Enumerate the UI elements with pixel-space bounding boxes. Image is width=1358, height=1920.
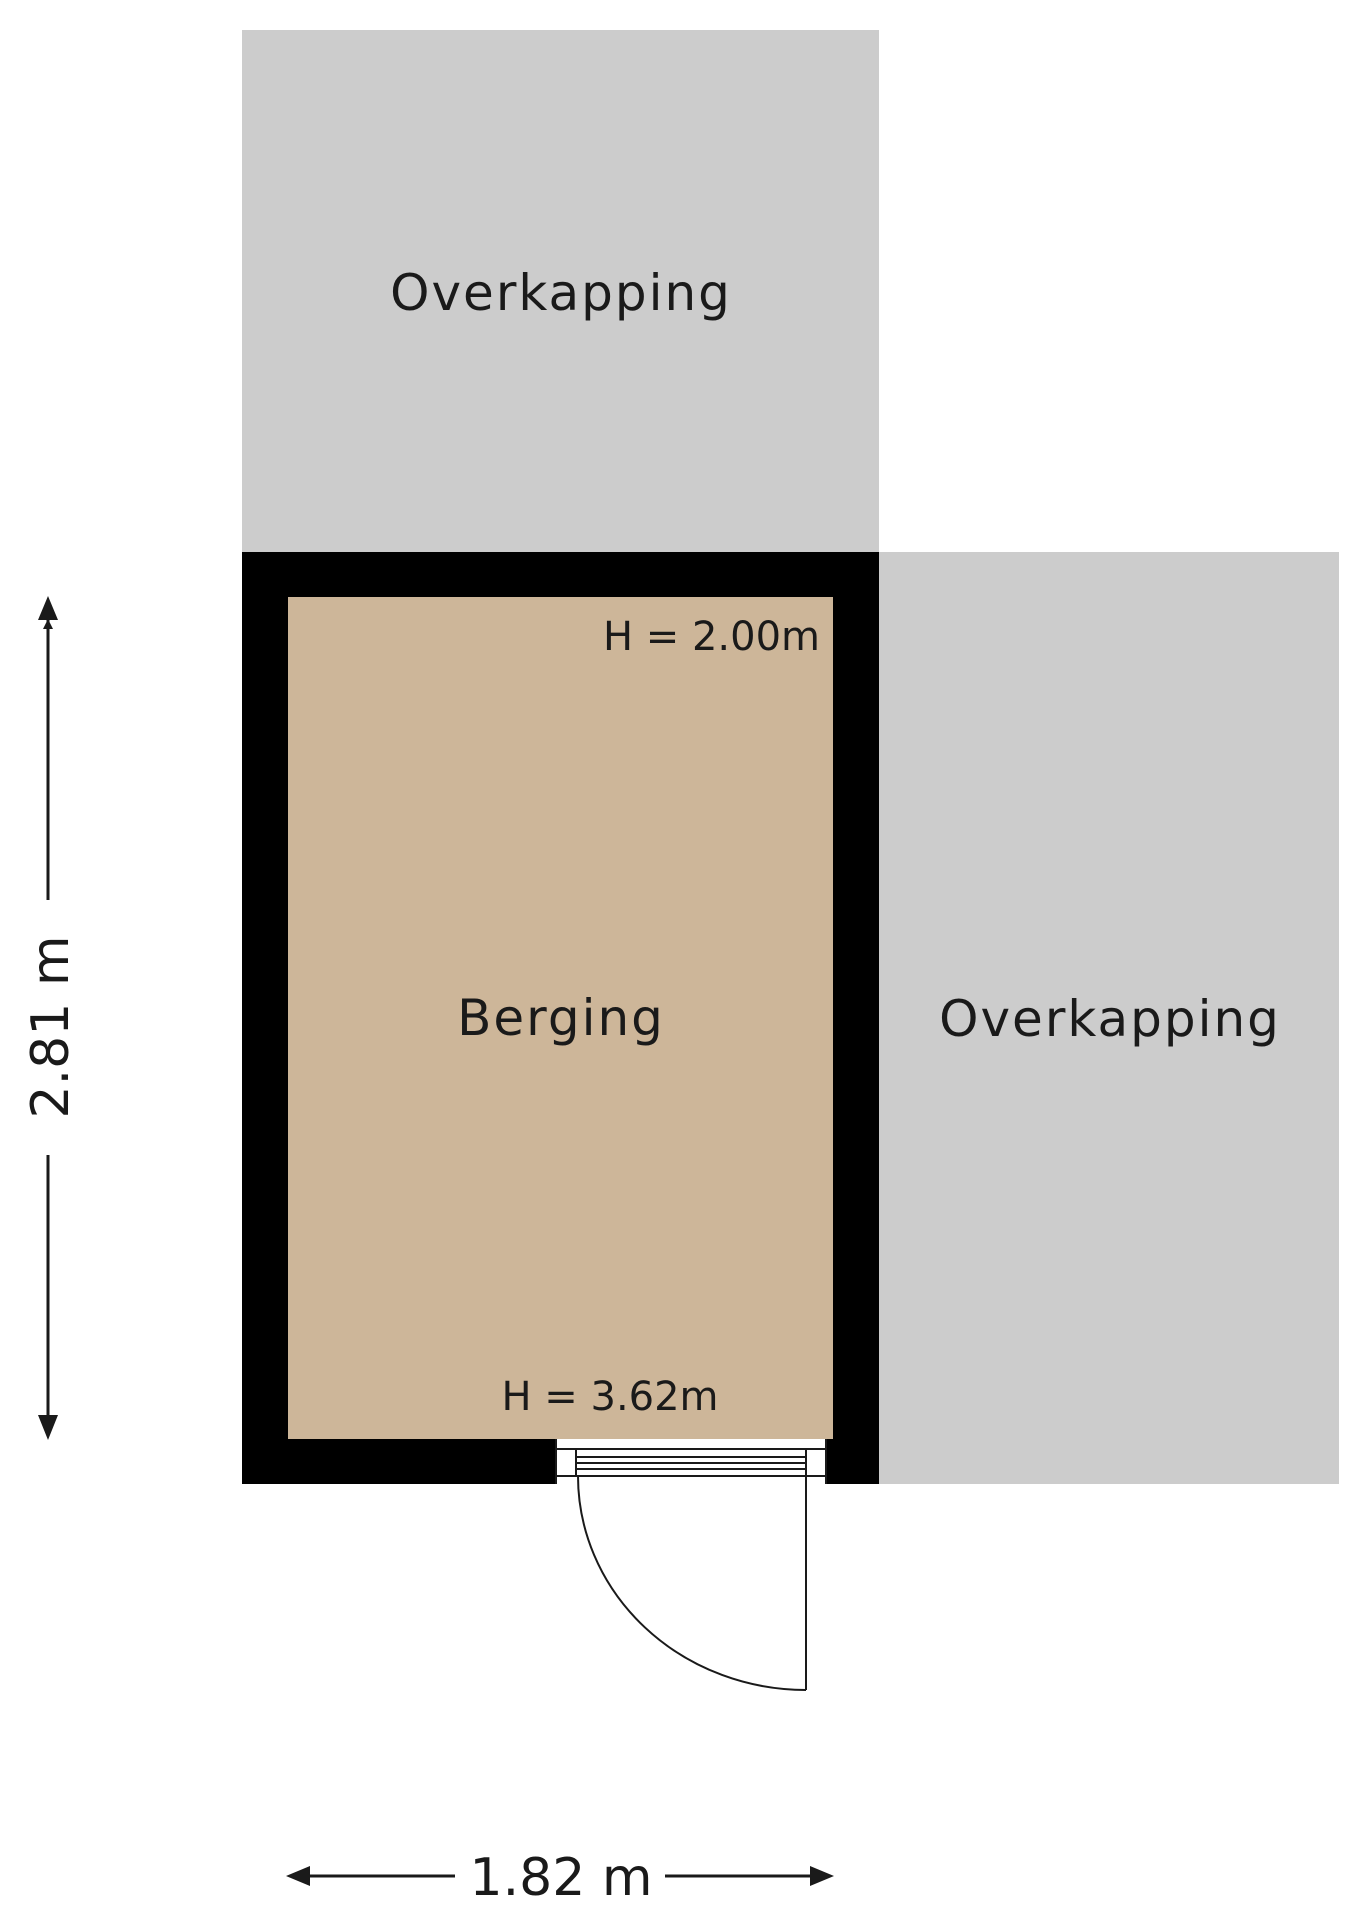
arrow-down-icon: [38, 1415, 58, 1440]
horizontal-dimension-label: 1.82 m: [470, 1848, 653, 1908]
door-swing: [577, 1475, 807, 1691]
berging-floor: [288, 597, 833, 1439]
height-label-bottom: H = 3.62m: [501, 1374, 718, 1420]
overkapping-right-area: [879, 552, 1339, 1484]
overkapping-top-label: Overkapping: [390, 264, 732, 322]
overkapping-top-area: [242, 30, 879, 552]
height-label-top: H = 2.00m: [603, 614, 820, 660]
overkapping-right-label: Overkapping: [939, 990, 1281, 1048]
arrow-left-icon: [286, 1866, 310, 1886]
door-frame: [555, 1439, 827, 1484]
arrow-right-icon: [810, 1866, 834, 1886]
vertical-dimension-label: 2.81 m: [21, 936, 81, 1119]
berging-label: Berging: [457, 989, 665, 1047]
arrow-up-icon: [38, 596, 58, 620]
